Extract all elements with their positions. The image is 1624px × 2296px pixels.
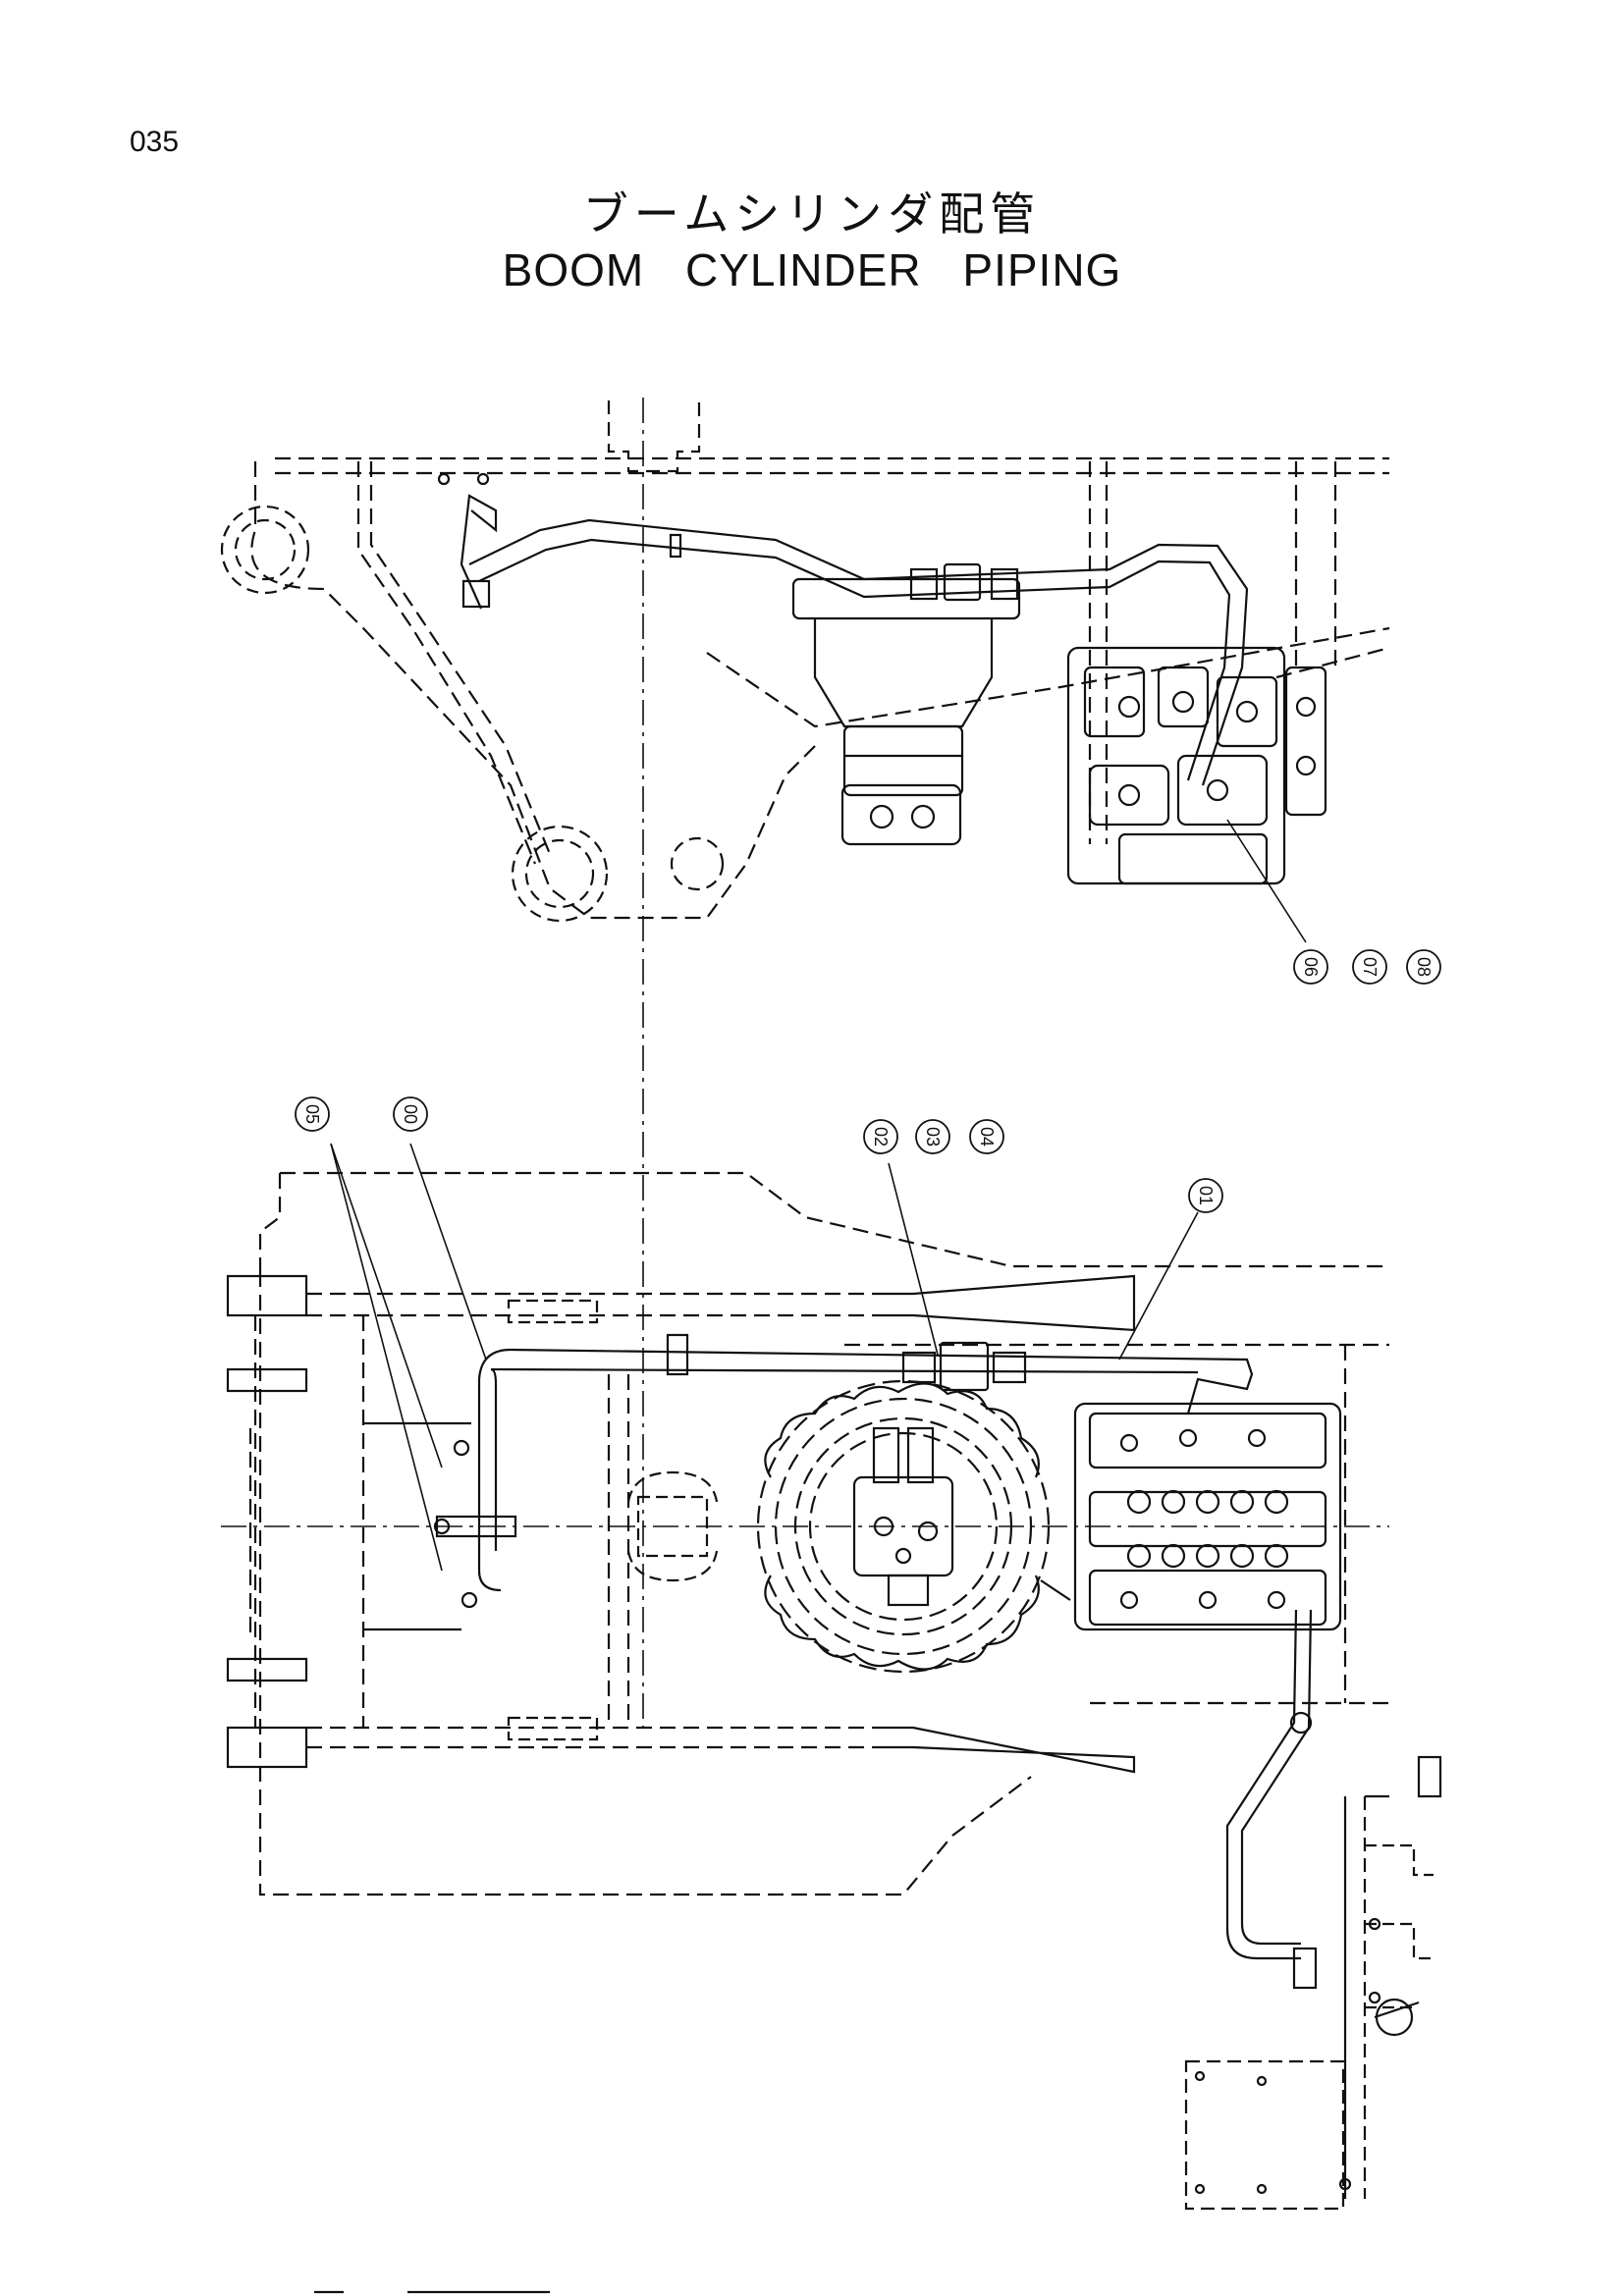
svg-text:00: 00: [401, 1104, 420, 1124]
title-japanese: ブームシリンダ配管: [582, 187, 1042, 240]
callout-00: 00: [393, 1096, 428, 1132]
page-number: 035: [130, 126, 180, 158]
svg-text:06: 06: [1301, 957, 1321, 977]
callout-01: 01: [1188, 1178, 1223, 1213]
callout-05: 05: [295, 1096, 330, 1132]
leader-lines: [330, 1143, 1199, 1572]
svg-text:03: 03: [923, 1127, 943, 1147]
svg-text:05: 05: [302, 1104, 322, 1124]
callout-04: 04: [969, 1119, 1004, 1154]
svg-text:02: 02: [871, 1127, 891, 1147]
title-english: BOOM CYLINDER PIPING: [502, 244, 1122, 295]
callout-03: 03: [915, 1119, 950, 1154]
svg-text:07: 07: [1360, 957, 1380, 977]
callout-06: 06: [1293, 949, 1328, 985]
svg-text:04: 04: [977, 1127, 997, 1147]
callout-02: 02: [863, 1119, 898, 1154]
callout-08: 08: [1406, 949, 1441, 985]
callout-07: 07: [1352, 949, 1387, 985]
svg-text:01: 01: [1196, 1186, 1216, 1205]
side-view: [220, 398, 1390, 1728]
plan-view: [221, 1171, 1442, 2294]
svg-text:08: 08: [1414, 957, 1434, 977]
